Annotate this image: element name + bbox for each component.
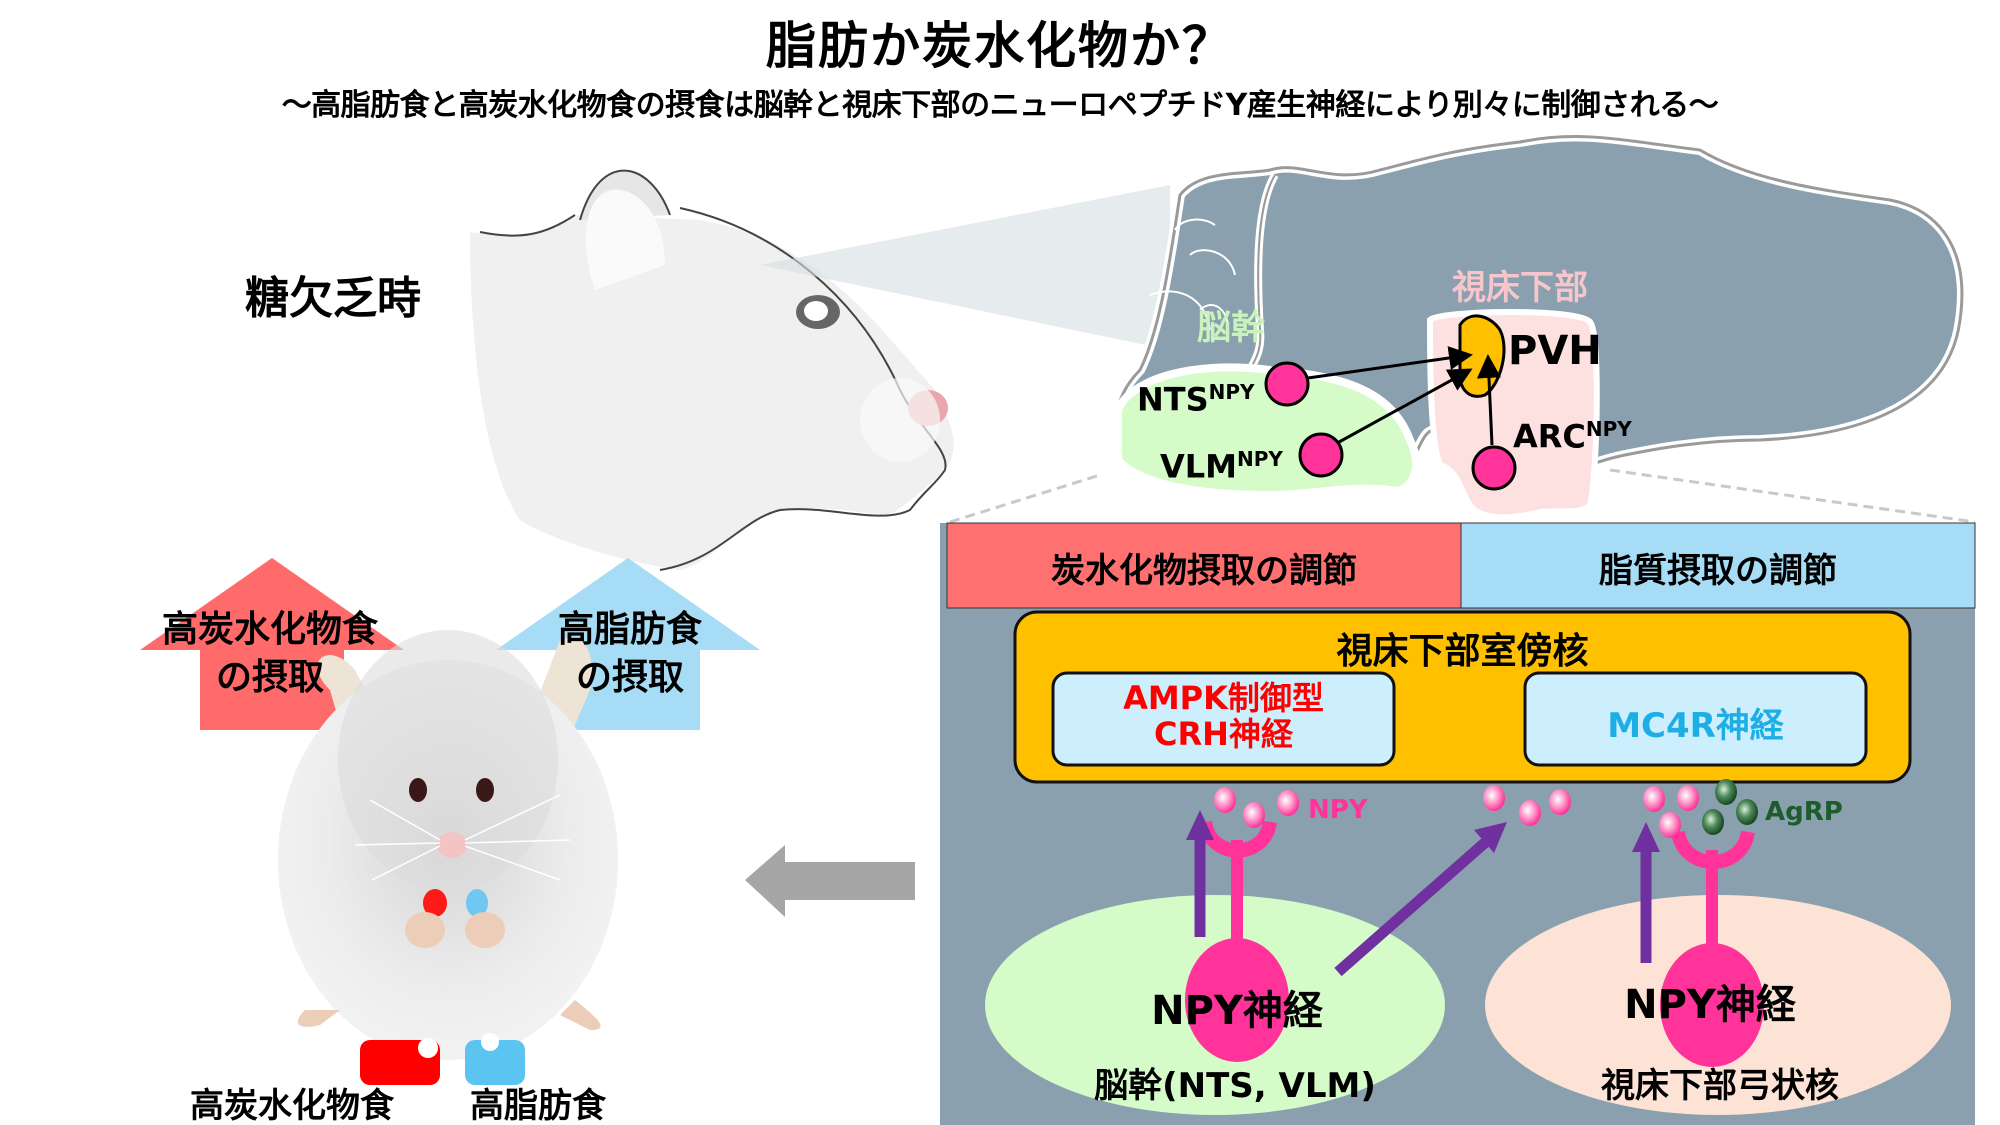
glucose-deprivation-label: 糖欠乏時: [245, 273, 421, 324]
arcuate-npy-neuron-label: NPY神経: [1624, 982, 1796, 1028]
vlm-label: VLMNPY: [1160, 447, 1283, 486]
carb-intake-label-line1: 高炭水化物食: [161, 609, 378, 650]
vlm-text: VLM: [1160, 447, 1237, 486]
arc-neuron-dot: [1471, 445, 1517, 491]
vlm-superscript: NPY: [1237, 447, 1283, 471]
nts-neuron-dot: [1264, 361, 1310, 407]
brainstem-region-label: 脳幹(NTS, VLM): [1094, 1066, 1376, 1106]
fat-regulation-header: 脂質摂取の調節: [1599, 551, 1837, 591]
vlm-neuron-dot: [1298, 432, 1344, 478]
zoom-line-right: [1609, 468, 1976, 524]
page-title: 脂肪か炭水化物か？: [766, 17, 1234, 75]
nts-superscript: NPY: [1208, 380, 1255, 404]
fat-food-block: [465, 1040, 525, 1085]
npy-peptide-label: NPY: [1308, 795, 1368, 825]
gray-left-arrow: [745, 845, 915, 917]
brain-sagittal-illustration: [1111, 131, 1967, 521]
arc-superscript: NPY: [1585, 417, 1632, 441]
mechanism-panel: [940, 522, 1976, 1125]
mouse-front-illustration: [278, 630, 618, 1085]
fat-intake-label-line1: 高脂肪食: [557, 609, 702, 650]
carb-intake-label-line2: の摂取: [215, 657, 324, 698]
arcuate-region-label: 視床下部弓状核: [1601, 1066, 1839, 1106]
hypothalamus-label: 視床下部: [1452, 268, 1588, 308]
mc4r-neuron-label: MC4R神経: [1607, 706, 1784, 746]
pvh-label: PVH: [1508, 328, 1602, 374]
agrp-peptide-label: AgRP: [1765, 797, 1843, 827]
arc-label: ARCNPY: [1513, 417, 1632, 456]
projection-wedge: [760, 185, 1170, 350]
page-subtitle: ～高脂肪食と高炭水化物食の摂食は脳幹と視床下部のニューロペプチドY産生神経により…: [281, 88, 1719, 123]
pvn-title: 視床下部室傍核: [1336, 631, 1589, 672]
crh-neuron-line2: CRH神経: [1154, 715, 1293, 753]
zoom-line-left: [949, 473, 1101, 524]
carb-food-label: 高炭水化物食: [190, 1086, 394, 1125]
nts-text: NTS: [1137, 380, 1209, 419]
fat-intake-label-line2: の摂取: [575, 657, 684, 698]
nts-label: NTSNPY: [1137, 380, 1255, 419]
mouse-head-illustration: [470, 169, 954, 571]
fat-food-label: 高脂肪食: [470, 1086, 606, 1125]
carb-regulation-header: 炭水化物摂取の調節: [1051, 551, 1357, 591]
brainstem-npy-neuron-label: NPY神経: [1151, 988, 1323, 1034]
fat-intake-up-arrow: [496, 558, 760, 650]
crh-neuron-line1: AMPK制御型: [1123, 679, 1324, 717]
arc-text: ARC: [1513, 417, 1586, 456]
brainstem-label: 脳幹: [1197, 308, 1265, 348]
